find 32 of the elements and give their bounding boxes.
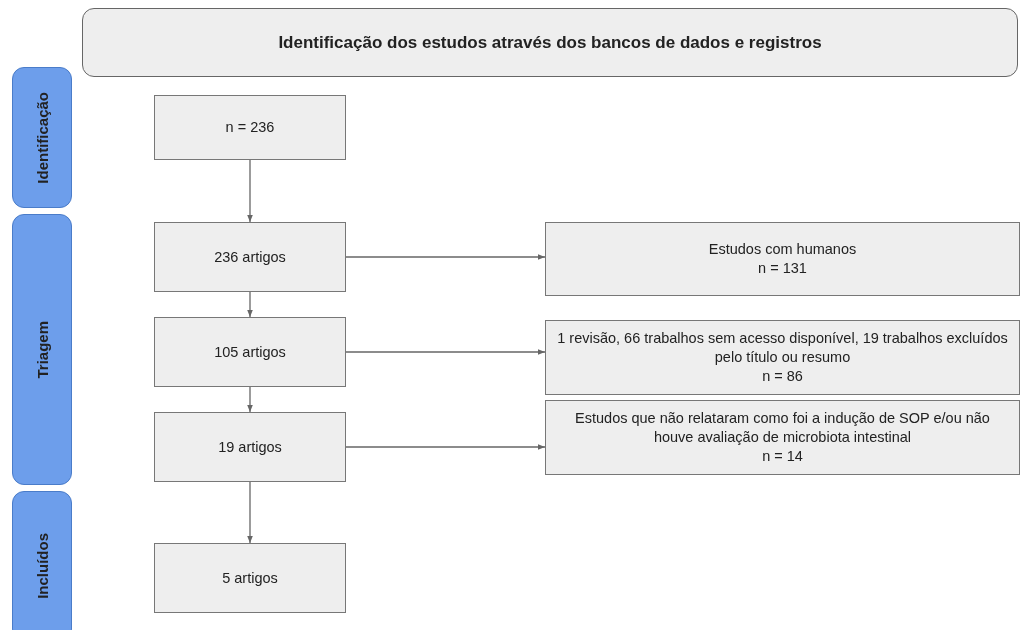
stage-band [12, 214, 72, 485]
process-box [154, 222, 346, 292]
box-text: 5 artigos [222, 568, 278, 588]
process-box [154, 412, 346, 482]
arrow [247, 159, 253, 223]
header-text: Identificação dos estudos através dos bancos de dados e registros [278, 32, 822, 53]
box-text: n = 14 [762, 446, 803, 466]
stage-label: Incluídos [33, 533, 51, 599]
box-text: n = 131 [758, 259, 807, 278]
arrow [247, 481, 253, 544]
arrow [345, 254, 546, 260]
arrow [247, 386, 253, 413]
box-text: 236 artigos [214, 247, 286, 267]
box-text: 105 artigos [214, 342, 286, 362]
stage-band [12, 491, 72, 630]
arrow [345, 444, 546, 450]
process-box [154, 543, 346, 613]
process-box [154, 317, 346, 387]
box-text: n = 236 [225, 118, 275, 137]
stage-label: Identificação [33, 91, 51, 184]
stage-band [12, 67, 72, 208]
header-box [82, 8, 1018, 77]
stage-label: Triagem [33, 320, 51, 379]
process-box [154, 95, 346, 160]
arrow [345, 349, 546, 355]
box-text: Estudos com humanos [708, 240, 857, 259]
box-text: n = 86 [762, 366, 803, 386]
process-box [545, 400, 1020, 475]
process-box [545, 320, 1020, 395]
process-box [545, 222, 1020, 296]
arrow [247, 291, 253, 318]
box-text: 19 artigos [218, 437, 282, 457]
